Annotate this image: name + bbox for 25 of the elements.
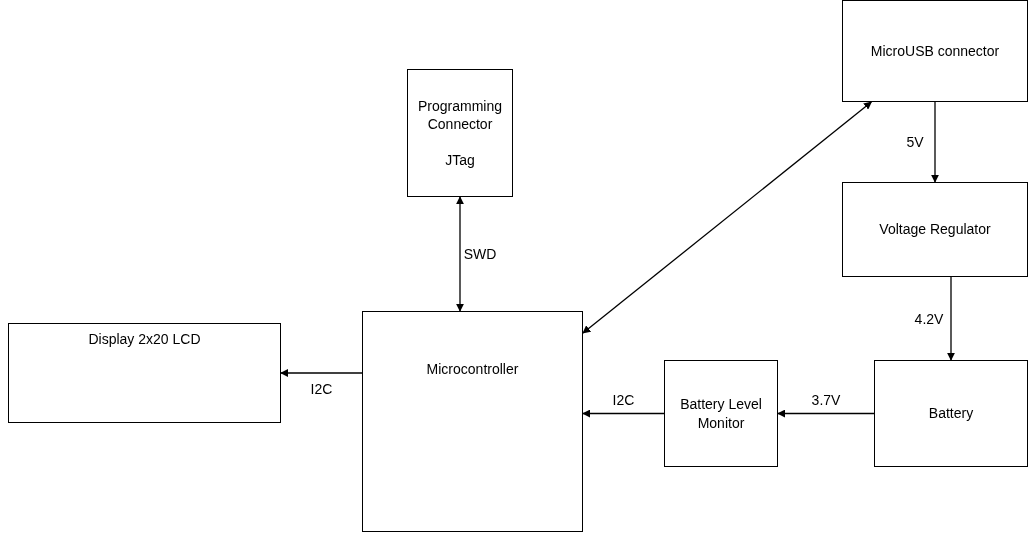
edge-label: SWD bbox=[463, 246, 497, 262]
block-box bbox=[874, 360, 1028, 467]
block-label: JTag bbox=[445, 151, 475, 170]
arrow bbox=[931, 101, 939, 183]
block-label: Battery bbox=[928, 404, 974, 423]
block-box bbox=[362, 311, 583, 532]
block-box bbox=[842, 182, 1028, 277]
edge-label: I2C bbox=[310, 381, 333, 397]
block-label: MicroUSB connector bbox=[870, 41, 1000, 61]
block-label: Battery Level Monitor bbox=[679, 395, 763, 432]
block-label: Voltage Regulator bbox=[879, 220, 991, 239]
block-label: Microcontroller bbox=[426, 360, 519, 379]
block-box bbox=[842, 0, 1028, 102]
block-label: Display 2x20 LCD bbox=[88, 330, 201, 349]
arrow bbox=[947, 276, 955, 361]
arrow bbox=[280, 369, 363, 377]
arrow bbox=[582, 101, 872, 334]
block-box bbox=[664, 360, 778, 467]
block-box bbox=[8, 323, 281, 423]
block-box bbox=[407, 69, 513, 197]
arrow bbox=[456, 196, 464, 312]
block-label: Programming Connector bbox=[417, 96, 503, 134]
arrow bbox=[582, 409, 665, 418]
edge-label: 5V bbox=[906, 134, 924, 150]
arrow bbox=[777, 409, 875, 418]
